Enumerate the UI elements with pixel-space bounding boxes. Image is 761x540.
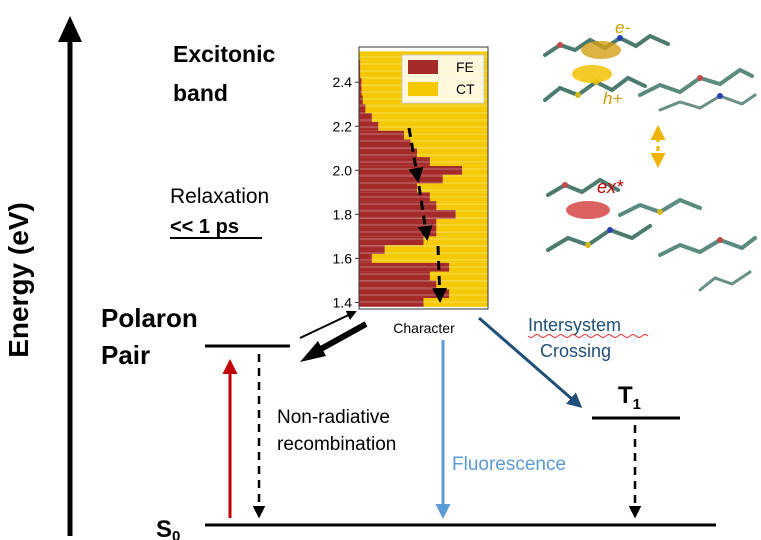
ct-bar: [442, 174, 488, 184]
ct-bar: [384, 245, 488, 254]
fe-bar: [359, 201, 437, 210]
ct-bar: [436, 280, 488, 290]
ct-bar: [423, 297, 488, 307]
excitonic-band-chart: 1.4 1.6 1.8 2.0 2.2 2.4 Character FE CT: [333, 46, 489, 336]
legend-swatch-ct: [408, 82, 438, 96]
ct-bar: [371, 113, 488, 122]
fe-bar: [359, 121, 379, 131]
fe-bar: [359, 69, 361, 78]
molecule-illustration-bottom: ex*: [546, 177, 757, 292]
ct-bar: [417, 148, 488, 158]
excitonic-band-label-2: band: [173, 80, 228, 106]
fe-bar: [359, 60, 361, 70]
ct-bar: [436, 201, 488, 210]
ct-bar: [378, 121, 488, 131]
relax-arrow-1: [407, 127, 424, 183]
fe-bar: [359, 95, 363, 105]
fe-bar: [359, 253, 372, 263]
y-tick-label: 2.4: [333, 74, 353, 90]
fe-bar: [359, 139, 411, 149]
electron-label: e-: [615, 18, 630, 37]
ct-bar: [371, 253, 488, 263]
ct-bar: [429, 192, 488, 202]
fe-bar: [359, 130, 405, 140]
polaron-label-1: Polaron: [101, 303, 198, 333]
ct-bar: [436, 218, 488, 228]
energy-axis-arrowhead: [58, 16, 82, 42]
hole-cloud: [572, 65, 612, 83]
chart-x-label: Character: [393, 320, 455, 336]
ct-bar: [449, 289, 488, 298]
isc-label-1: Intersystem: [528, 315, 621, 335]
fe-bar: [359, 236, 424, 246]
ct-bar: [417, 183, 488, 193]
ct-bar: [436, 227, 488, 237]
fe-bar: [359, 262, 450, 272]
t1-label: T1: [618, 382, 641, 413]
fe-bar: [359, 165, 463, 175]
y-tick-label: 1.6: [333, 250, 353, 266]
fe-bar: [359, 209, 456, 219]
fe-bar: [359, 77, 362, 87]
s0-label: S0: [156, 516, 180, 540]
electron-cloud: [581, 41, 621, 59]
ct-bar: [449, 262, 488, 272]
legend-label-fe: FE: [456, 59, 474, 75]
fe-bar: [359, 271, 430, 281]
fe-bar: [359, 218, 437, 228]
arrow-band-to-polaron-head: [300, 341, 326, 362]
arrow-polaron-to-band: [299, 310, 357, 339]
energy-axis-label: Energy (eV): [3, 202, 34, 358]
fe-bar: [359, 192, 430, 202]
isc-label-2: Crossing: [540, 341, 611, 361]
nonrad-label-2: recombination: [277, 434, 396, 455]
polaron-label-2: Pair: [101, 340, 150, 370]
relax-arrow-3: [432, 245, 448, 303]
y-tick-label: 2.0: [333, 162, 353, 178]
relaxation-label: Relaxation: [170, 185, 269, 208]
fe-bar: [359, 148, 418, 158]
fe-bar: [359, 104, 366, 114]
fe-bar: [359, 157, 430, 166]
exciton-cloud: [566, 201, 610, 219]
ct-bar: [365, 104, 488, 114]
isc-spell-underline: [527, 334, 649, 338]
relax-arrow-2: [417, 185, 433, 241]
fe-bar: [359, 86, 362, 96]
ct-bar: [410, 139, 488, 149]
hole-label: h+: [603, 89, 622, 108]
y-tick-label: 2.2: [333, 118, 353, 134]
molecule-illustration-top: e- h+: [543, 18, 757, 112]
ct-bar: [455, 209, 488, 219]
fe-bar: [359, 227, 437, 237]
chart-y-ticks: 1.4 1.6 1.8 2.0 2.2 2.4: [333, 74, 359, 310]
ct-bar: [429, 157, 488, 166]
ct-bar: [404, 130, 488, 140]
relaxation-time-label: << 1 ps: [170, 216, 239, 238]
fe-bar: [359, 289, 450, 298]
ct-bar: [429, 271, 488, 281]
ct-bar: [423, 236, 488, 246]
fe-bar: [359, 280, 437, 290]
legend-label-ct: CT: [456, 81, 475, 97]
chart-legend: FE CT: [401, 54, 485, 104]
fe-bar: [359, 183, 418, 193]
y-tick-label: 1.8: [333, 206, 353, 222]
fe-bar: [359, 174, 443, 184]
exciton-label: ex*: [597, 177, 624, 197]
chart-border: [358, 46, 489, 310]
isc-arrow: [478, 316, 583, 408]
ct-bar: [462, 165, 488, 175]
fe-bar: [359, 297, 424, 307]
fe-bar: [359, 245, 385, 254]
y-tick-label: 1.4: [333, 294, 353, 310]
nonrad-label-1: Non-radiative: [277, 407, 390, 428]
fe-bar: [359, 113, 372, 122]
legend-swatch-fe: [408, 60, 438, 74]
excitonic-band-label-1: Excitonic: [173, 41, 275, 67]
fluorescence-label: Fluorescence: [452, 454, 566, 475]
